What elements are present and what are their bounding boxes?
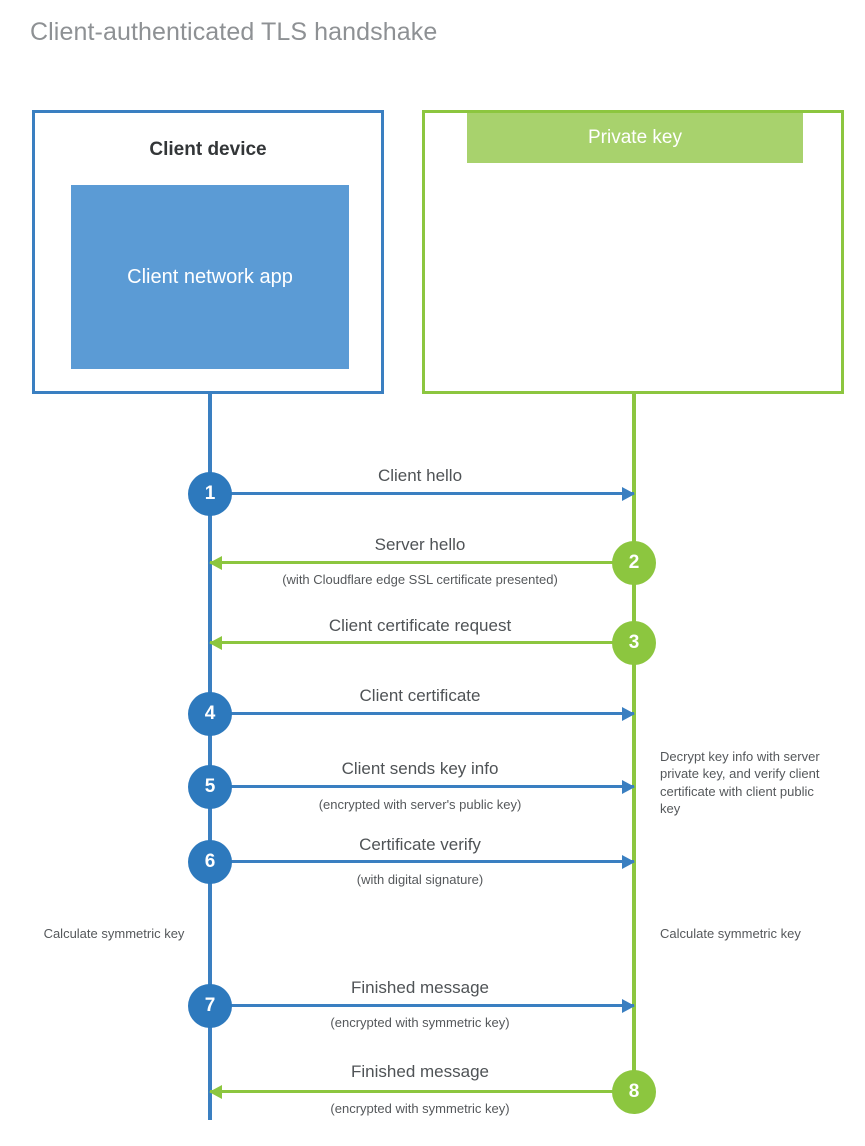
arrow-head-icon	[622, 854, 635, 869]
step-7-marker: 7	[188, 984, 232, 1028]
step-2-label: Server hello	[374, 535, 466, 554]
server-lifeline	[632, 393, 636, 1092]
arrow-head-icon	[209, 555, 222, 570]
step-5-arrow	[210, 779, 635, 794]
step-6-marker: 6	[188, 840, 232, 884]
server-calculate-note: Calculate symmetric key	[660, 926, 801, 941]
arrow-head-icon	[209, 635, 222, 650]
step-3-label: Client certificate request	[328, 616, 512, 635]
step-8-label: Finished message	[351, 1062, 489, 1081]
arrow-head-icon	[209, 1084, 222, 1099]
step-4-marker: 4	[188, 692, 232, 736]
server-decrypt-note: Decrypt key info with server private key…	[660, 749, 820, 816]
step-5-sublabel: (encrypted with server's public key)	[318, 797, 522, 812]
step-1-label: Client hello	[377, 466, 463, 485]
step-3-arrow	[209, 635, 634, 650]
step-1-marker: 1	[188, 472, 232, 516]
step-3-marker: 3	[612, 621, 656, 665]
client-network-app-box: Client network app	[71, 185, 349, 369]
arrow-head-icon	[622, 706, 635, 721]
step-7-arrow	[210, 998, 635, 1013]
client-device-panel: Client device Client network app	[32, 110, 384, 394]
step-1-arrow	[210, 486, 635, 501]
step-2-arrow	[209, 555, 634, 570]
server-module-private-key: Private key	[467, 113, 803, 163]
step-6-label: Certificate verify	[359, 835, 481, 854]
step-5-label: Client sends key info	[341, 759, 499, 778]
client-device-title: Client device	[149, 139, 267, 160]
step-6-sublabel: (with digital signature)	[356, 872, 484, 887]
step-7-label: Finished message	[351, 978, 489, 997]
arrow-head-icon	[622, 779, 635, 794]
step-5-marker: 5	[188, 765, 232, 809]
step-8-sublabel: (encrypted with symmetric key)	[330, 1101, 510, 1116]
step-8-arrow	[209, 1084, 634, 1099]
step-4-arrow	[210, 706, 635, 721]
step-4-label: Client certificate	[359, 686, 481, 705]
page-title: Client-authenticated TLS handshake	[30, 18, 438, 46]
client-lifeline	[208, 393, 212, 1120]
step-7-sublabel: (encrypted with symmetric key)	[330, 1015, 510, 1030]
step-2-marker: 2	[612, 541, 656, 585]
arrow-head-icon	[622, 998, 635, 1013]
step-8-marker: 8	[612, 1070, 656, 1114]
step-6-arrow	[210, 854, 635, 869]
step-2-sublabel: (with Cloudflare edge SSL certificate pr…	[282, 572, 558, 587]
secure-session-server-panel: Secure session server Secure session mod…	[422, 110, 844, 394]
client-calculate-note: Calculate symmetric key	[43, 926, 185, 941]
arrow-head-icon	[622, 486, 635, 501]
